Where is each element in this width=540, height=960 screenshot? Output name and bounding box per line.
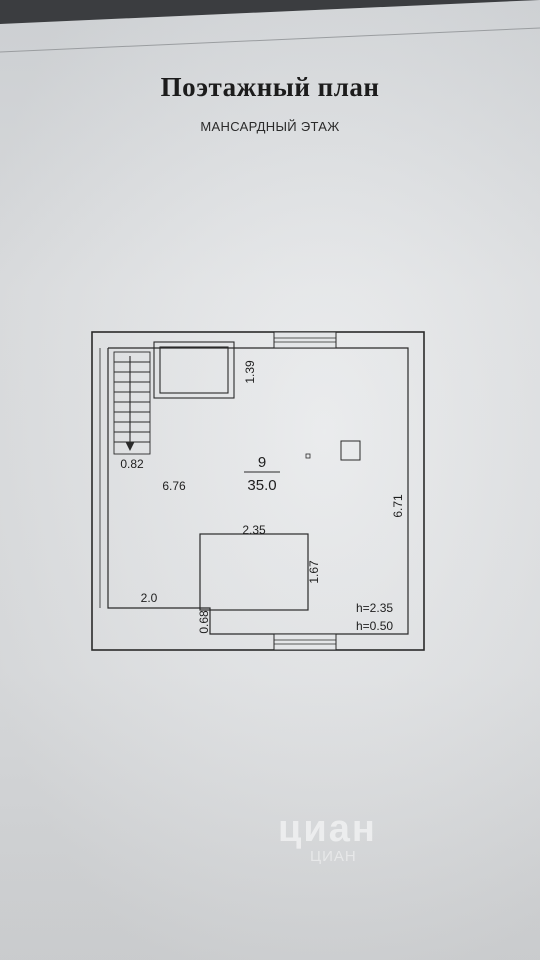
upper-opening <box>153 341 235 399</box>
dim-left-length: 6.76 <box>162 479 186 493</box>
floor-name: МАНСАРДНЫЙ ЭТАЖ <box>200 119 340 134</box>
dim-opening-width: 2.35 <box>242 523 266 537</box>
dim-opening-height: 1.39 <box>243 360 257 384</box>
plan-title: Поэтажный план <box>160 72 380 102</box>
staircase <box>113 351 151 455</box>
room-area: 35.0 <box>247 477 276 494</box>
small-marker <box>305 453 311 459</box>
dim-bottom-left: 2.0 <box>141 591 158 605</box>
watermark-logo: циан <box>278 808 377 850</box>
dim-opening-depth: 1.67 <box>307 560 321 584</box>
dim-stair-width: 0.82 <box>120 457 144 471</box>
height-label-2: h=0.50 <box>356 619 393 633</box>
chimney <box>340 440 361 461</box>
dim-right-length: 6.71 <box>391 494 405 518</box>
inner-wall <box>107 347 409 635</box>
dim-bottom-offset: 0.68 <box>197 610 211 634</box>
height-label-1: h=2.35 <box>356 601 393 615</box>
bottom-window <box>273 633 337 651</box>
sheet-border-line <box>0 27 540 53</box>
outer-wall <box>91 331 425 651</box>
watermark-text: ЦИАН <box>310 848 357 865</box>
top-window <box>273 331 337 349</box>
room-number: 9 <box>258 454 266 471</box>
lower-opening <box>199 533 309 611</box>
